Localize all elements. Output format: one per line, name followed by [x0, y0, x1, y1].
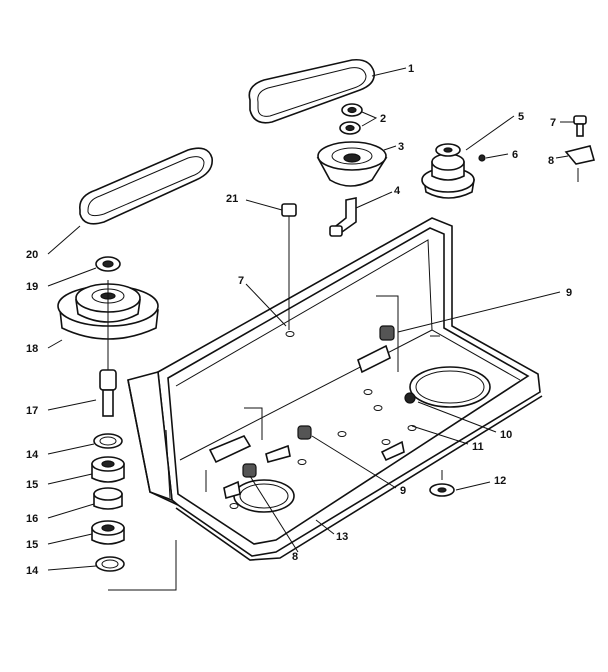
- label-14-top: 14: [26, 449, 39, 461]
- label-11: 11: [472, 441, 484, 453]
- label-18: 18: [26, 343, 38, 355]
- label-17: 17: [26, 405, 38, 417]
- part-labels: 1 2 3 4 5 6 7 7 8 8 9 9 10 11 12 13 14 1…: [26, 63, 572, 577]
- label-12: 12: [494, 475, 506, 487]
- stepped-sheave: [421, 143, 475, 199]
- label-8-top: 8: [548, 155, 554, 167]
- label-13: 13: [336, 531, 348, 543]
- label-3: 3: [398, 141, 404, 153]
- label-21: 21: [226, 193, 238, 205]
- screw-clip-topright: [478, 115, 596, 165]
- label-15-bot: 15: [26, 539, 38, 551]
- label-9-right: 9: [566, 287, 572, 299]
- label-15-top: 15: [26, 479, 38, 491]
- lever-pin: [329, 197, 357, 237]
- label-7-top: 7: [550, 117, 556, 129]
- pulley-stack-left: [57, 256, 177, 591]
- label-20: 20: [26, 249, 38, 261]
- pulley-housing: [127, 217, 543, 561]
- label-4: 4: [394, 185, 401, 197]
- label-8-box: 8: [292, 551, 298, 563]
- washer-12: [429, 470, 455, 497]
- belt-lower: [79, 147, 213, 225]
- label-19: 19: [26, 281, 38, 293]
- label-14-bot: 14: [26, 565, 39, 577]
- belt-upper: [248, 58, 376, 124]
- leader-lines: [47, 67, 579, 571]
- label-6: 6: [512, 149, 518, 161]
- small-sheave: [316, 141, 388, 187]
- label-7-box: 7: [238, 275, 244, 287]
- label-9-mid: 9: [400, 485, 406, 497]
- label-5: 5: [518, 111, 524, 123]
- label-10: 10: [500, 429, 512, 441]
- nut-pair: [339, 103, 363, 135]
- label-16: 16: [26, 513, 38, 525]
- screw-21: [281, 203, 297, 330]
- label-1: 1: [408, 63, 414, 75]
- label-2: 2: [380, 113, 386, 125]
